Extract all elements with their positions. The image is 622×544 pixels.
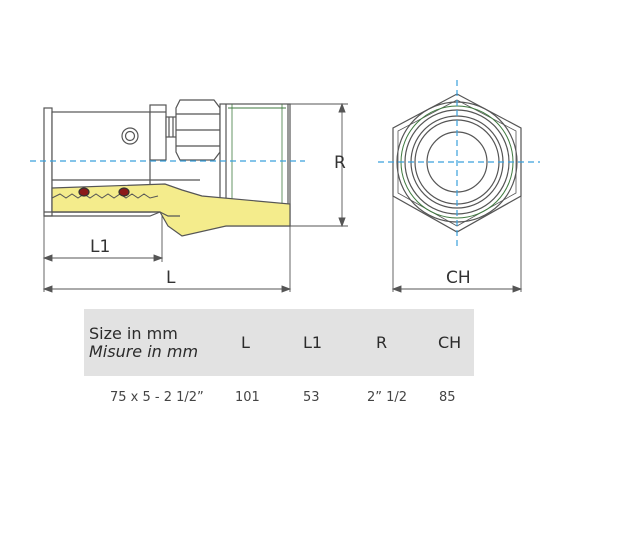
r-value: 2” 1/2 (367, 390, 408, 405)
ring-collar (149, 104, 167, 161)
o-ring-seal (118, 187, 130, 197)
side-view (43, 99, 291, 237)
o-ring-seal (78, 187, 90, 197)
dimension-r-label: R (334, 153, 346, 173)
l-header: L (241, 333, 250, 352)
size-value: 75 x 5 - 2 1/2” (110, 390, 204, 405)
dimension-ch (391, 196, 523, 293)
inspection-hole (121, 127, 139, 145)
dimension-l (42, 226, 292, 293)
dimension-ch-label: CH (446, 268, 471, 288)
ch-value: 85 (439, 390, 456, 405)
sleeve-flange (43, 107, 53, 217)
table-row: 75 x 5 - 2 1/2” 101 53 2” 1/2 85 (84, 376, 474, 416)
dimension-l1 (42, 216, 164, 292)
size-header-en: Size in mm (89, 323, 178, 343)
l1-value: 53 (303, 390, 320, 405)
spec-table: Size in mm Misure in mm L L1 R CH 75 x 5… (84, 309, 474, 416)
fitting-technical-drawing: R L1 L CH (30, 80, 540, 293)
size-header: Size in mm Misure in mm (89, 309, 198, 376)
l-value: 101 (235, 390, 260, 405)
r-header: R (376, 333, 388, 352)
size-header-it: Misure in mm (89, 341, 199, 361)
ch-header: CH (438, 333, 462, 352)
dimension-l1-label: L1 (90, 237, 110, 257)
dimension-l-label: L (166, 268, 176, 288)
l1-header: L1 (303, 333, 323, 352)
spec-table-header: Size in mm Misure in mm L L1 R CH (84, 309, 474, 376)
dimension-r (290, 102, 348, 228)
